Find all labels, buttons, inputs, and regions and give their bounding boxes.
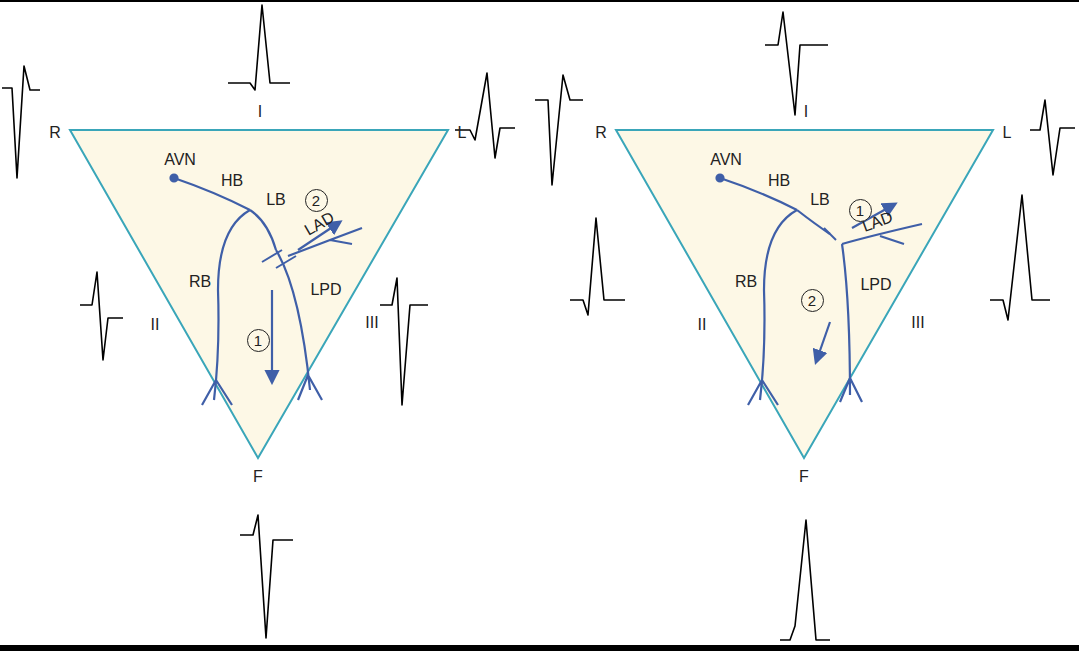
einthoven-triangle: [616, 130, 993, 458]
limb-electrode: L: [458, 125, 467, 141]
callout-number: 2: [312, 193, 320, 208]
lead-name: II: [698, 317, 707, 333]
conduction-part: HB: [768, 173, 790, 189]
conduction-system: [717, 175, 923, 406]
lead-name: I: [804, 104, 808, 120]
callout-number: 1: [856, 203, 864, 218]
callout-circle: 1: [849, 199, 872, 222]
conduction-system: [171, 175, 363, 406]
limb-electrode: R: [49, 125, 61, 141]
callout-circle: 1: [247, 329, 270, 352]
conduction-part: LPD: [310, 282, 341, 298]
lead-name: II: [151, 317, 160, 333]
limb-electrode: L: [1003, 125, 1012, 141]
callout-number: 2: [808, 293, 816, 308]
conduction-part: LB: [266, 192, 286, 208]
ecg-waveform: [2, 5, 1075, 640]
callout-number: 1: [254, 333, 262, 348]
lead-name: III: [911, 315, 924, 331]
lead-name: III: [365, 315, 378, 331]
frame-top: [0, 0, 1079, 2]
einthoven-triangle: [70, 130, 448, 458]
limb-electrode: R: [595, 125, 607, 141]
conduction-part: LB: [810, 192, 830, 208]
limb-electrode: F: [253, 469, 263, 485]
conduction-part: HB: [221, 173, 243, 189]
conduction-part: RB: [189, 274, 211, 290]
callout-circle: 2: [801, 289, 824, 312]
frame-bottom: [0, 645, 1079, 651]
lead-name: I: [258, 104, 262, 120]
conduction-part: LPD: [860, 277, 891, 293]
conduction-part: AVN: [164, 152, 196, 168]
conduction-part: AVN: [710, 152, 742, 168]
limb-electrode: F: [799, 469, 809, 485]
conduction-part: RB: [735, 274, 757, 290]
callout-circle: 2: [305, 189, 328, 212]
